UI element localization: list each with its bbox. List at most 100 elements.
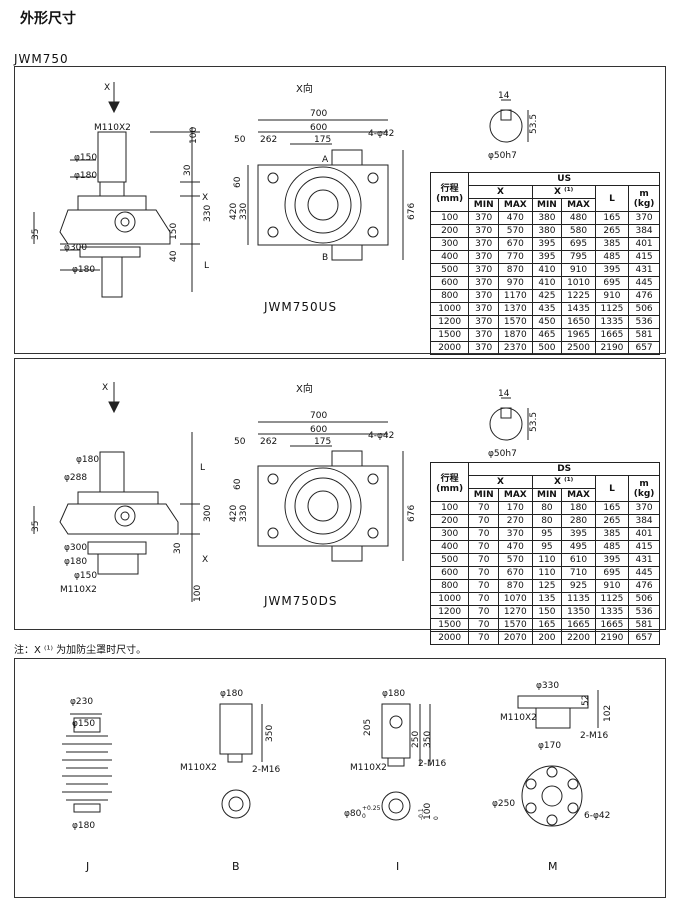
table-cell: 600 <box>429 566 470 580</box>
ds-dim-30: 30 <box>173 542 183 554</box>
table-cell: 500 <box>429 553 470 567</box>
accessory-M: φ330 52 102 M110X2 2-M16 φ170 φ250 6-φ42 <box>492 681 613 827</box>
i-dim-phi80-upper: +0.25 <box>362 805 381 812</box>
table-cell: 70 <box>468 540 500 554</box>
table-cell: 370 <box>468 224 500 238</box>
us-dim-100: 100 <box>189 127 199 144</box>
ds-group-header: DS <box>468 462 660 476</box>
i-dim-100-upper: -0.1 <box>418 808 425 820</box>
table-cell: 2190 <box>594 631 630 645</box>
i-dim-100: 100 <box>423 803 433 820</box>
table-cell: 431 <box>628 553 660 567</box>
us-x-arrow-label: X <box>104 83 110 93</box>
table-cell: 570 <box>498 553 533 567</box>
ds-dim-phi288: φ288 <box>64 473 87 483</box>
table-cell: 100 <box>429 211 470 225</box>
accessory-B: φ180 350 M110X2 2-M16 <box>180 689 280 819</box>
table-cell: 1125 <box>594 302 630 316</box>
us-col-x1: X ⁽¹⁾ <box>531 185 596 199</box>
table-cell: 165 <box>594 501 630 515</box>
table-cell: 425 <box>531 289 563 303</box>
table-cell: 401 <box>628 527 660 541</box>
table-cell: 165 <box>594 211 630 225</box>
us-dim-40: 40 <box>169 250 179 262</box>
us-plan-4phi42: 4-φ42 <box>368 129 394 139</box>
accessory-J: φ230 φ150 φ180 <box>62 697 112 831</box>
m-dim-m110: M110X2 <box>500 713 537 723</box>
table-cell: 415 <box>628 540 660 554</box>
table-cell: 1335 <box>594 605 630 619</box>
table-cell: 910 <box>594 289 630 303</box>
us-key-detail: 14 53.5 φ50h7 <box>488 91 539 161</box>
table-cell: 370 <box>468 237 500 251</box>
table-cell: 657 <box>628 341 660 355</box>
ds-col-stroke: 行程(mm) <box>429 462 470 502</box>
table-cell: 2000 <box>429 631 470 645</box>
table-cell: 1965 <box>561 328 596 342</box>
table-cell: 95 <box>531 540 563 554</box>
table-cell: 476 <box>628 579 660 593</box>
b-dim-phi180: φ180 <box>220 689 243 699</box>
ds-plan-600: 600 <box>310 425 327 435</box>
table-cell: 410 <box>531 263 563 277</box>
ds-col-x1: X ⁽¹⁾ <box>531 475 596 489</box>
table-cell: 1070 <box>498 592 533 606</box>
us-plan-600: 600 <box>310 123 327 133</box>
table-cell: 770 <box>498 250 533 264</box>
accessory-M-label: M <box>548 860 558 873</box>
us-plan-262: 262 <box>260 135 277 145</box>
table-cell: 800 <box>429 289 470 303</box>
i-dim-phi80: φ80 <box>344 809 362 819</box>
i-dim-m110: M110X2 <box>350 763 387 773</box>
table-cell: 70 <box>468 579 500 593</box>
us-plan-view: 700 600 262 175 50 4-φ42 60 420 330 676 … <box>229 109 417 263</box>
us-spec-table: 行程(mm) US X X ⁽¹⁾ L m(kg) MIN MAX MIN MA… <box>429 172 660 355</box>
us-view-label: X向 <box>296 84 313 95</box>
table-cell: 1500 <box>429 618 470 632</box>
us-dim-150: 150 <box>169 223 179 240</box>
us-plan-50: 50 <box>234 135 246 145</box>
m-dim-phi170: φ170 <box>538 741 561 751</box>
ds-key-53: 53.5 <box>529 412 539 432</box>
table-cell: 395 <box>531 237 563 251</box>
table-cell: 870 <box>498 263 533 277</box>
table-cell: 200 <box>531 631 563 645</box>
i-dim-100-lower: 0 <box>433 816 440 820</box>
table-cell: 415 <box>628 250 660 264</box>
model-name: JWM750 <box>14 52 69 66</box>
table-cell: 395 <box>531 250 563 264</box>
table-cell: 70 <box>468 618 500 632</box>
table-cell: 70 <box>468 592 500 606</box>
us-key-53: 53.5 <box>529 114 539 134</box>
us-dim-35: 35 <box>31 229 41 240</box>
us-sub-min: MIN <box>468 198 500 212</box>
table-cell: 2000 <box>429 341 470 355</box>
table-cell: 200 <box>429 514 470 528</box>
page-title: 外形尺寸 <box>20 11 76 27</box>
ds-sub-min2: MIN <box>531 488 563 502</box>
m-dim-102: 102 <box>603 705 613 722</box>
us-col-m: m(kg) <box>628 185 660 212</box>
table-cell: 265 <box>594 224 630 238</box>
table-cell: 800 <box>429 579 470 593</box>
table-cell: 395 <box>561 527 596 541</box>
ds-spec-table: 行程(mm) DS X X ⁽¹⁾ L m(kg) MIN MAX MIN MA… <box>429 462 660 645</box>
table-cell: 370 <box>468 211 500 225</box>
table-cell: 910 <box>561 263 596 277</box>
table-cell: 870 <box>498 579 533 593</box>
table-cell: 2370 <box>498 341 533 355</box>
i-dim-phi180: φ180 <box>382 689 405 699</box>
us-plan-330: 330 <box>239 203 249 220</box>
table-cell: 110 <box>531 553 563 567</box>
ds-plan-4phi42: 4-φ42 <box>368 431 394 441</box>
table-cell: 580 <box>561 224 596 238</box>
us-dim-30: 30 <box>183 164 193 176</box>
table-cell: 1570 <box>498 315 533 329</box>
table-cell: 300 <box>429 527 470 541</box>
